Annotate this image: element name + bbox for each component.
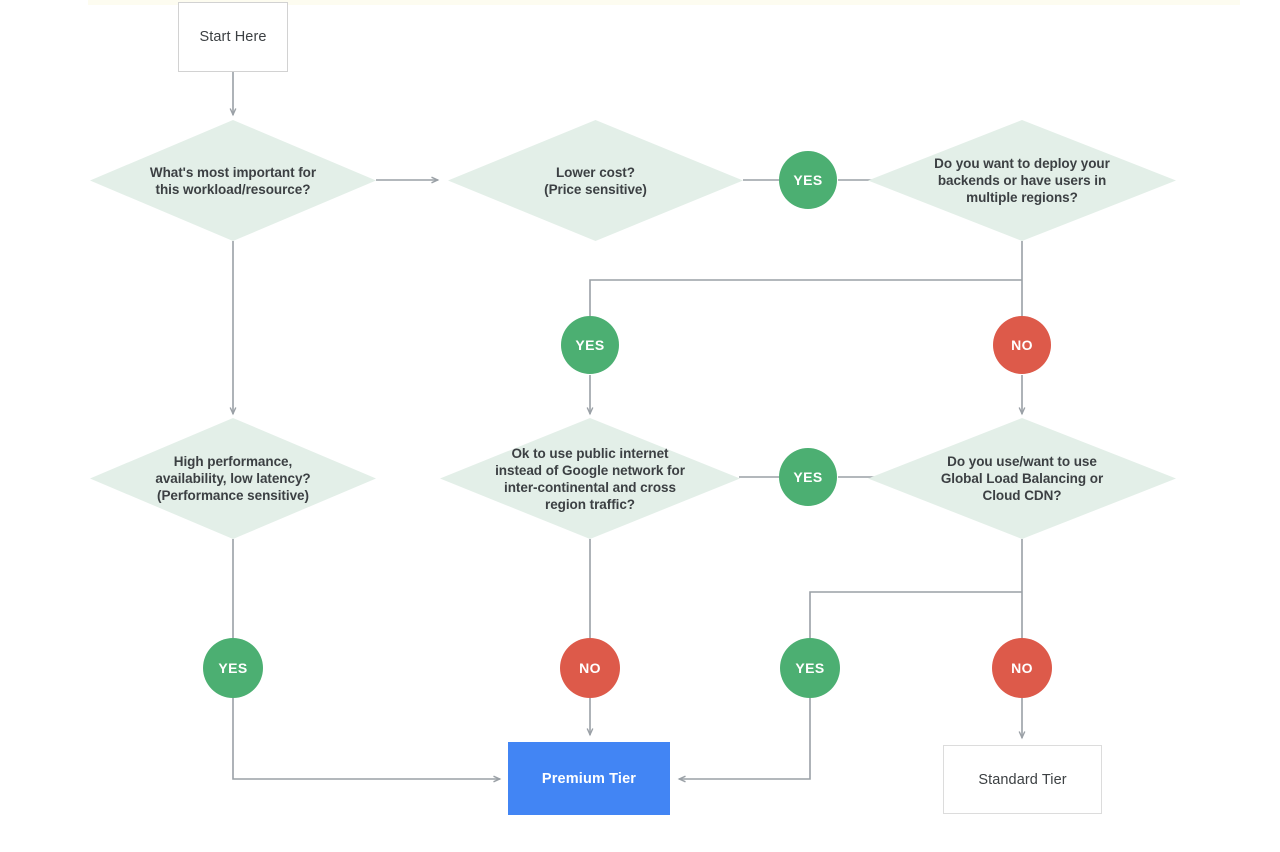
node-decision-most-important-label: What's most important for this workload/… [124,120,341,241]
line: Do you use/want to use [947,454,1097,469]
diamond-shape [448,120,743,241]
node-premium-tier-label: Premium Tier [541,770,637,787]
edge-yes-performance-to-premium [232,698,502,783]
badge-label: NO [1011,337,1033,353]
node-decision-global-load-balancing[interactable]: Do you use/want to use Global Load Balan… [868,418,1176,539]
diamond-shape [868,418,1176,539]
node-decision-public-internet[interactable]: Ok to use public internet instead of Goo… [440,418,740,539]
badge-no-global-load-balancing[interactable]: NO [992,638,1052,698]
badge-no-public-internet[interactable]: NO [560,638,620,698]
node-start-here[interactable]: Start Here [178,2,288,72]
edge-d3-to-yes-multiregion [589,279,1022,316]
line: Cloud CDN? [982,488,1062,503]
line: Global Load Balancing or [940,471,1104,486]
node-decision-high-performance-label: High performance, availability, low late… [124,418,341,539]
line: (Performance sensitive) [157,488,309,503]
node-standard-tier[interactable]: Standard Tier [943,745,1102,814]
diamond-shape [440,418,740,539]
badge-yes-high-performance[interactable]: YES [203,638,263,698]
line: (Price sensitive) [544,181,647,197]
node-decision-lower-cost-label: Lower cost? (Price sensitive) [483,120,707,241]
badge-label: YES [793,172,823,188]
node-decision-global-load-balancing-label: Do you use/want to use Global Load Balan… [905,418,1139,539]
edge-d6-to-yes-glb [809,591,1022,638]
badge-label: YES [218,660,248,676]
badge-yes-multiple-regions[interactable]: YES [561,316,619,374]
line: multiple regions? [966,190,1078,205]
line: High performance, [173,454,293,469]
node-standard-tier-label: Standard Tier [978,771,1067,788]
line: this workload/resource? [155,181,311,197]
line: Ok to use public internet [511,445,669,461]
line: availability, low latency? [155,471,311,486]
diamond-shape [90,418,376,539]
diamond-shape [868,120,1176,241]
badge-label: YES [793,469,823,485]
badge-label: YES [575,337,605,353]
badge-label: NO [579,660,601,676]
badge-no-multiple-regions[interactable]: NO [993,316,1051,374]
badge-label: NO [1011,660,1033,676]
line: What's most important for [149,164,317,180]
node-decision-lower-cost[interactable]: Lower cost? (Price sensitive) [448,120,743,241]
badge-label: YES [795,660,825,676]
node-start-here-label: Start Here [199,29,267,45]
node-decision-multiple-regions[interactable]: Do you want to deploy your backends or h… [868,120,1176,241]
badge-yes-lower-cost[interactable]: YES [779,151,837,209]
line: region traffic? [544,496,635,512]
line: Do you want to deploy your [934,156,1110,171]
line: backends or have users in [937,173,1107,188]
node-decision-most-important[interactable]: What's most important for this workload/… [90,120,376,241]
node-premium-tier[interactable]: Premium Tier [508,742,670,815]
badge-yes-public-internet[interactable]: YES [779,448,837,506]
node-decision-multiple-regions-label: Do you want to deploy your backends or h… [905,120,1139,241]
node-decision-public-internet-label: Ok to use public internet instead of Goo… [464,418,716,539]
diamond-shape [90,120,376,241]
top-accent-band [88,0,1240,5]
line: Lower cost? [555,164,635,180]
line: instead of Google network for [495,462,685,478]
node-decision-high-performance[interactable]: High performance, availability, low late… [90,418,376,539]
badge-yes-global-load-balancing[interactable]: YES [780,638,840,698]
line: inter-continental and cross [504,479,676,495]
edge-yes-glb-to-premium [677,698,811,783]
